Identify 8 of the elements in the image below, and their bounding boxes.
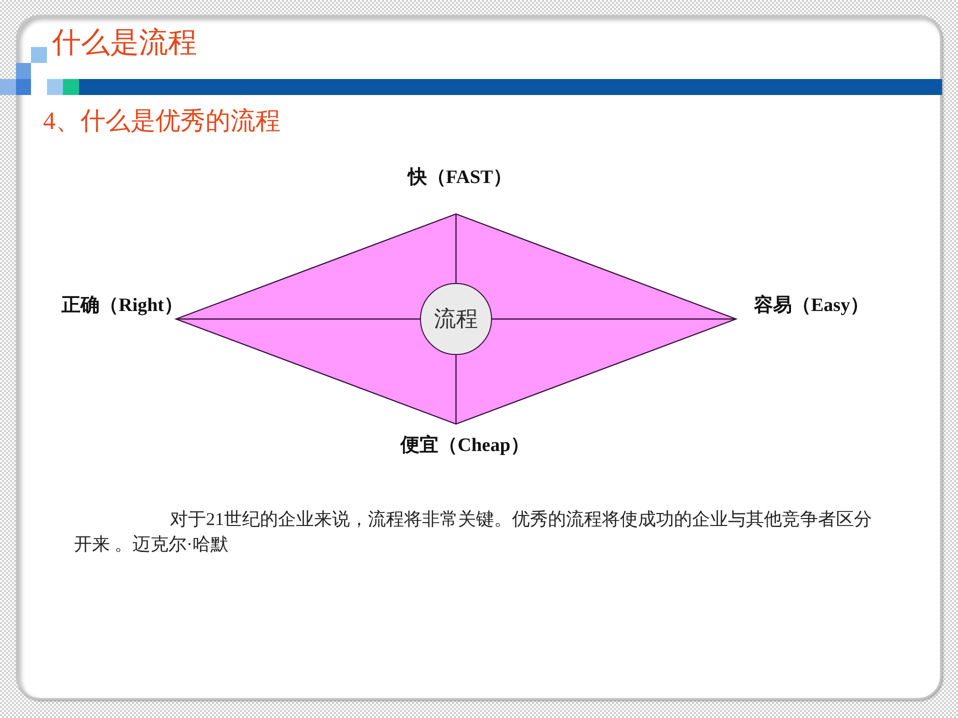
vertex-label: 正确（Right） [62,294,183,318]
quote-paragraph: 对于21世纪的企业来说，流程将非常关键。优秀的流程将使成功的企业与其他竞争者区分开来 。迈克尔·哈默 [74,508,873,556]
diamond-shape [176,214,736,424]
vertex-label: 便宜（Cheap） [400,434,530,458]
slide-title: 什么是流程 [52,24,197,60]
section-heading: 4、什么是优秀的流程 [43,106,280,137]
vertex-label: 快（FAST） [408,166,512,190]
vertex-label: 容易（Easy） [754,294,870,318]
